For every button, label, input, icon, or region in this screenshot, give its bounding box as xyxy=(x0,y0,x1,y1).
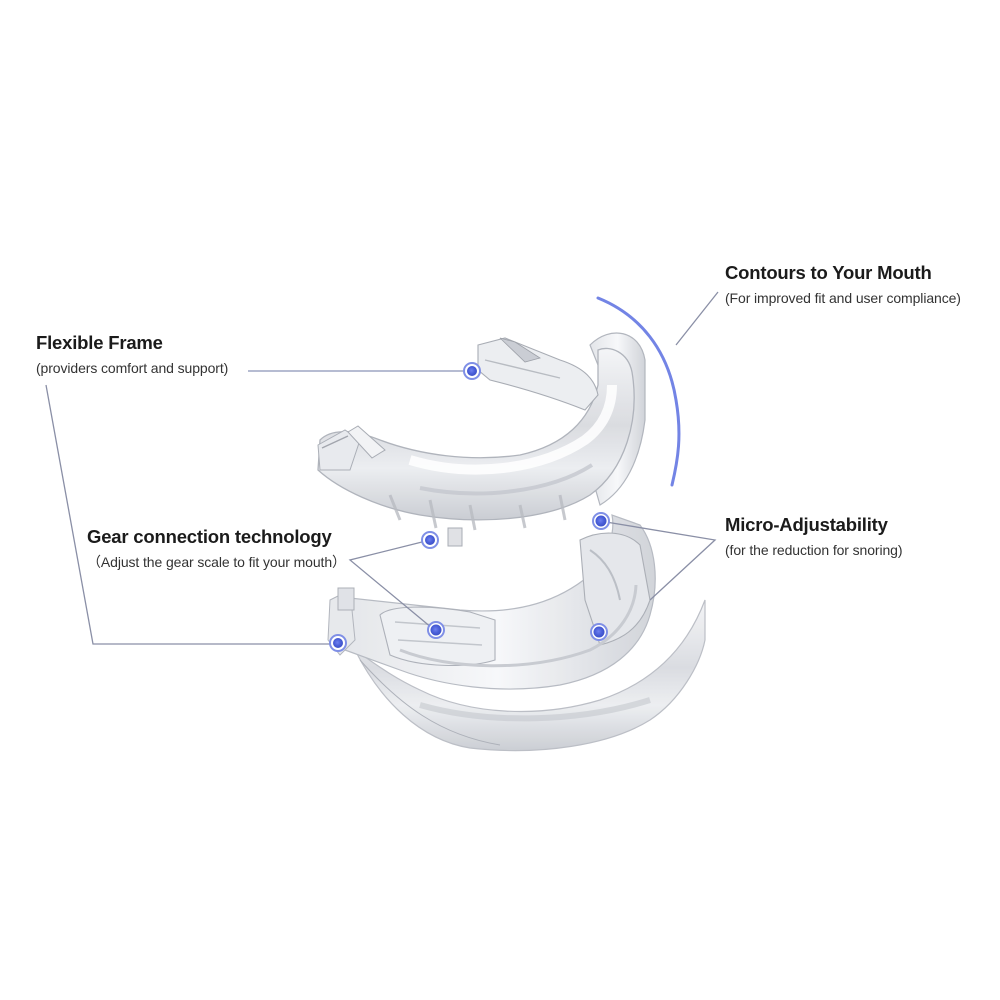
contour-arc xyxy=(596,296,681,487)
marker-upper-right-underside xyxy=(592,512,610,530)
upper-tray xyxy=(317,332,646,547)
callout-title: Contours to Your Mouth xyxy=(725,262,932,283)
callout-subtitle: （Adjust the gear scale to fit your mouth… xyxy=(87,554,346,570)
callout-contours: Contours to Your Mouth (For improved fit… xyxy=(725,262,961,308)
callout-lines xyxy=(45,291,719,645)
marker-upper-center-underside xyxy=(421,531,439,549)
callout-gear-connection: Gear connection technology （Adjust the g… xyxy=(87,526,346,572)
callout-micro-adjustability: Micro-Adjustability (for the reduction f… xyxy=(725,514,903,560)
lower-tray xyxy=(327,514,706,752)
marker-dots xyxy=(329,362,610,652)
marker-lower-left-tip xyxy=(329,634,347,652)
marker-upper-left-tip xyxy=(463,362,481,380)
marker-lower-gear-block xyxy=(427,621,445,639)
marker-lower-right-side xyxy=(590,623,608,641)
callout-subtitle: (For improved fit and user compliance) xyxy=(725,290,961,306)
callout-title: Gear connection technology xyxy=(87,526,332,547)
callout-flexible-frame: Flexible Frame (providers comfort and su… xyxy=(36,332,228,378)
callout-subtitle: (for the reduction for snoring) xyxy=(725,542,903,558)
callout-title: Micro-Adjustability xyxy=(725,514,888,535)
callout-title: Flexible Frame xyxy=(36,332,163,353)
callout-subtitle: (providers comfort and support) xyxy=(36,360,229,376)
